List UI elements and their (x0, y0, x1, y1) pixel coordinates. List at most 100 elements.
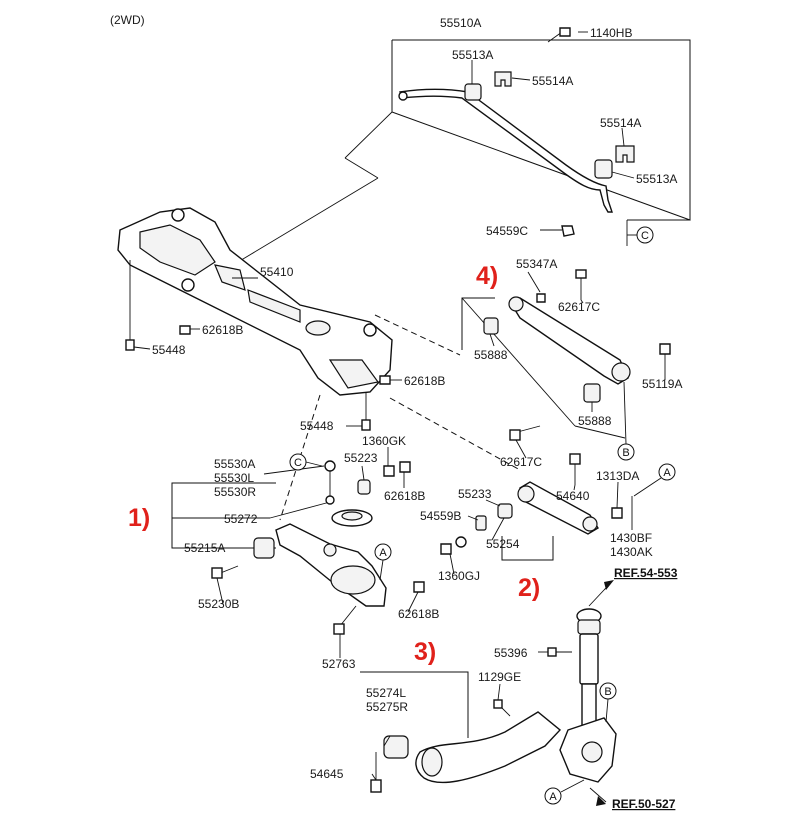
part-label-55410: 55410 (260, 265, 294, 279)
bolt-1129GE (493, 699, 503, 709)
nut-62618B-left (179, 325, 191, 335)
ref-arrow-50-527 (596, 796, 606, 806)
ref-arrow-54-553 (604, 580, 614, 590)
lower-arm-assembly (171, 460, 425, 635)
part-label-55888-upper: 55888 (474, 348, 508, 362)
circle-markers: C C A A A B B (289, 220, 676, 805)
part-label-55215A: 55215A (184, 541, 225, 555)
part-label-55347A: 55347A (516, 257, 557, 271)
bushing-55513A-lower (594, 159, 613, 179)
bushing-trailing-arm (383, 735, 409, 759)
part-label-1129GE: 1129GE (478, 670, 521, 684)
part-label-54645: 54645 (310, 767, 344, 781)
bolt-55448-left (125, 339, 135, 351)
marker-a-knuckle-label: A (549, 791, 557, 803)
bushing-55233 (497, 503, 513, 519)
part-label-55448-left: 55448 (152, 343, 186, 357)
dashed-guide-1 (374, 314, 461, 356)
group-label-4: 4) (476, 262, 498, 290)
part-label-55530L: 55530L (214, 471, 254, 485)
variant-label: (2WD) (110, 13, 145, 27)
bushing-55888-lower (583, 383, 601, 403)
group-label-1: 1) (128, 504, 150, 532)
link-55530 (324, 460, 336, 472)
group-label-3: 3) (414, 638, 436, 666)
marker-a-link-label: A (663, 467, 671, 479)
washer-1360GJ (455, 536, 467, 548)
part-label-1430AK: 1430AK (610, 545, 653, 559)
rear-crossmember-55410 (117, 207, 393, 431)
marker-c-left-label: C (294, 457, 302, 469)
marker-b-upper-arm-label: B (622, 447, 629, 459)
nut-1313DA (611, 507, 623, 519)
marker-a-link (658, 463, 676, 481)
part-label-1430BF: 1430BF (610, 531, 652, 545)
part-label-62618B-left: 62618B (202, 323, 243, 337)
marker-a-lower-arm-label: A (379, 547, 387, 559)
ref-label-54-553: REF.54-553 (614, 566, 678, 580)
part-label-55514A-upper: 55514A (532, 74, 573, 88)
nut-62618B-c (399, 461, 411, 473)
part-label-55448-right: 55448 (300, 419, 334, 433)
marker-c-top-label: C (641, 230, 649, 242)
part-label-55396: 55396 (494, 646, 528, 660)
bolt-55396 (547, 647, 557, 657)
part-label-55510A: 55510A (440, 16, 481, 30)
part-label-62618B-right: 62618B (404, 374, 445, 388)
bushing-55215A (253, 537, 275, 559)
part-label-52763: 52763 (322, 657, 356, 671)
part-label-62617C-lower: 62617C (500, 455, 542, 469)
leader-lines (133, 31, 666, 781)
bolt-54645 (370, 779, 382, 793)
part-label-55513A-lower: 55513A (636, 172, 677, 186)
part-label-55230B: 55230B (198, 597, 239, 611)
ref-label-50-527: REF.50-527 (612, 797, 676, 811)
nut-62618B-right (379, 375, 391, 385)
part-label-55274L: 55274L (366, 686, 406, 700)
lower-link-assembly (440, 453, 633, 561)
bolt-52763 (333, 623, 345, 635)
bracket-55514A-lower (615, 145, 635, 163)
bolt-62617C-lower (509, 429, 521, 441)
part-label-54559C: 54559C (486, 224, 528, 238)
part-label-55513A-upper: 55513A (452, 48, 493, 62)
part-label-55233: 55233 (458, 487, 492, 501)
part-number-labels: 55510A 1140HB 55513A 55514A 55514A 55513… (152, 16, 682, 781)
part-label-1360GK: 1360GK (362, 434, 406, 448)
bushing-55888-upper (483, 317, 499, 335)
part-label-54559B: 54559B (420, 509, 461, 523)
upper-arm-assembly (461, 269, 671, 441)
stabilizer-bar-frame (237, 39, 691, 263)
bolt-1140HB (559, 27, 571, 37)
stabilizer-bar (398, 27, 635, 237)
part-label-55888-lower: 55888 (578, 414, 612, 428)
dashed-guide-2 (389, 397, 521, 471)
washer-55347A (536, 293, 546, 303)
part-label-55223: 55223 (344, 451, 378, 465)
bolt-55448-right (361, 419, 371, 431)
bolt-54640 (569, 453, 581, 465)
part-label-62617C-upper: 62617C (558, 300, 600, 314)
part-label-55514A-lower: 55514A (600, 116, 641, 130)
marker-a-knuckle (544, 787, 562, 805)
bracket-55514A-upper (494, 71, 512, 87)
nut-62618B-d (413, 581, 425, 593)
part-label-55530R: 55530R (214, 485, 256, 499)
bushing-55223 (357, 479, 371, 495)
part-label-1360GJ: 1360GJ (438, 569, 480, 583)
washer-54559B (475, 515, 487, 531)
bump-stopper-55396 (579, 633, 599, 685)
bolt-62617C-upper (575, 269, 587, 279)
bolt-55230B (211, 567, 223, 579)
part-label-62618B-d: 62618B (398, 607, 439, 621)
part-label-55254: 55254 (486, 537, 520, 551)
part-label-1140HB: 1140HB (590, 26, 632, 40)
nut-1360GK (383, 465, 395, 477)
group-label-2: 2) (518, 574, 540, 602)
nut-55119A (659, 343, 671, 355)
part-label-62618B-c: 62618B (384, 489, 425, 503)
bushing-55513A-upper (464, 83, 482, 101)
nut-54559C (561, 225, 575, 237)
